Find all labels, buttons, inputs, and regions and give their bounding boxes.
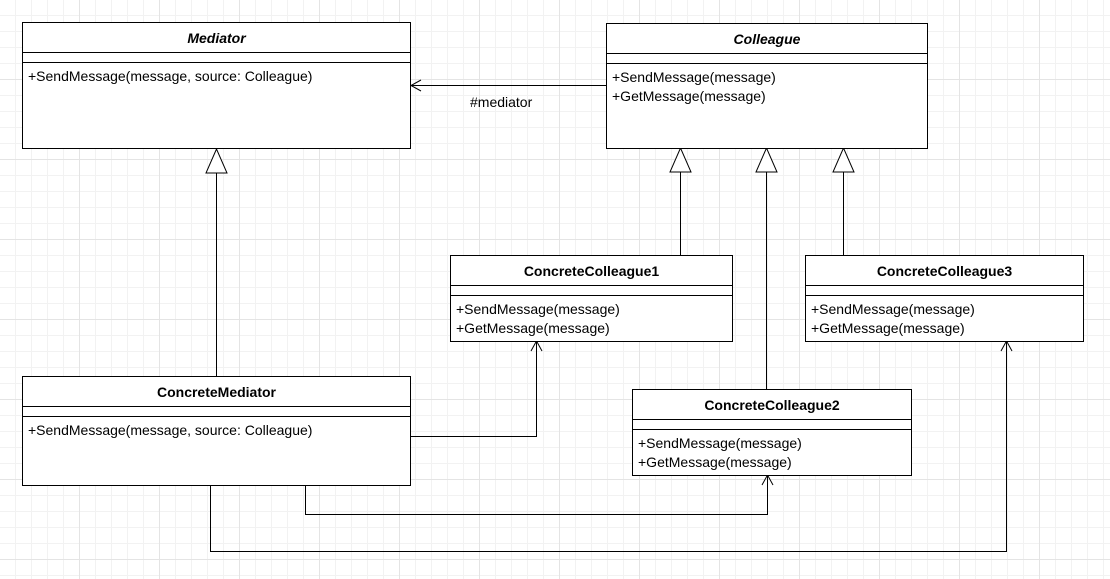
association-role-label: #mediator [470,94,533,110]
operation: +SendMessage(message) [811,301,975,317]
operations-compartment: +SendMessage(message) +GetMessage(messag… [607,64,927,106]
class-concretecolleague2[interactable]: ConcreteColleague2 +SendMessage(message)… [632,389,912,476]
association-concretemediator-to-concretecolleague1 [410,339,543,437]
operation: +SendMessage(message) [638,435,802,451]
class-mediator[interactable]: Mediator +SendMessage(message, source: C… [22,22,411,149]
class-concretecolleague3[interactable]: ConcreteColleague3 +SendMessage(message)… [805,255,1084,342]
attributes-compartment [607,54,927,64]
operation: +GetMessage(message) [638,454,792,470]
operation: +SendMessage(message) [456,301,620,317]
attributes-compartment [633,420,911,430]
operations-compartment: +SendMessage(message) +GetMessage(messag… [806,296,1083,338]
generalization-concretemediator-to-mediator [205,147,228,376]
generalization-concretecolleague2-to-colleague [755,146,778,389]
operations-compartment: +SendMessage(message) +GetMessage(messag… [633,430,911,472]
operations-compartment: +SendMessage(message, source: Colleague) [23,417,410,440]
association-colleague-to-mediator [409,79,606,92]
class-name: ConcreteMediator [23,377,410,407]
operation: +SendMessage(message) [612,69,776,85]
attributes-compartment [451,286,732,296]
attributes-compartment [23,407,410,417]
operations-compartment: +SendMessage(message) +GetMessage(messag… [451,296,732,338]
operation: +SendMessage(message, source: Colleague) [28,68,313,84]
class-concretecolleague1[interactable]: ConcreteColleague1 +SendMessage(message)… [450,255,733,342]
operation: +GetMessage(message) [456,320,610,336]
attributes-compartment [23,53,410,63]
class-name: ConcreteColleague2 [633,390,911,420]
operations-compartment: +SendMessage(message, source: Colleague) [23,63,410,86]
class-name: ConcreteColleague3 [806,256,1083,286]
attributes-compartment [806,286,1083,296]
class-name: ConcreteColleague1 [451,256,732,286]
class-name: Mediator [23,23,410,53]
class-name: Colleague [607,24,927,54]
operation: +SendMessage(message, source: Colleague) [28,422,313,438]
class-colleague[interactable]: Colleague +SendMessage(message) +GetMess… [606,23,928,149]
class-concretemediator[interactable]: ConcreteMediator +SendMessage(message, s… [22,376,411,486]
generalization-concretecolleague3-to-colleague [832,146,855,255]
generalization-concretecolleague1-to-colleague [669,146,692,255]
operation: +GetMessage(message) [612,88,766,104]
operation: +GetMessage(message) [811,320,965,336]
